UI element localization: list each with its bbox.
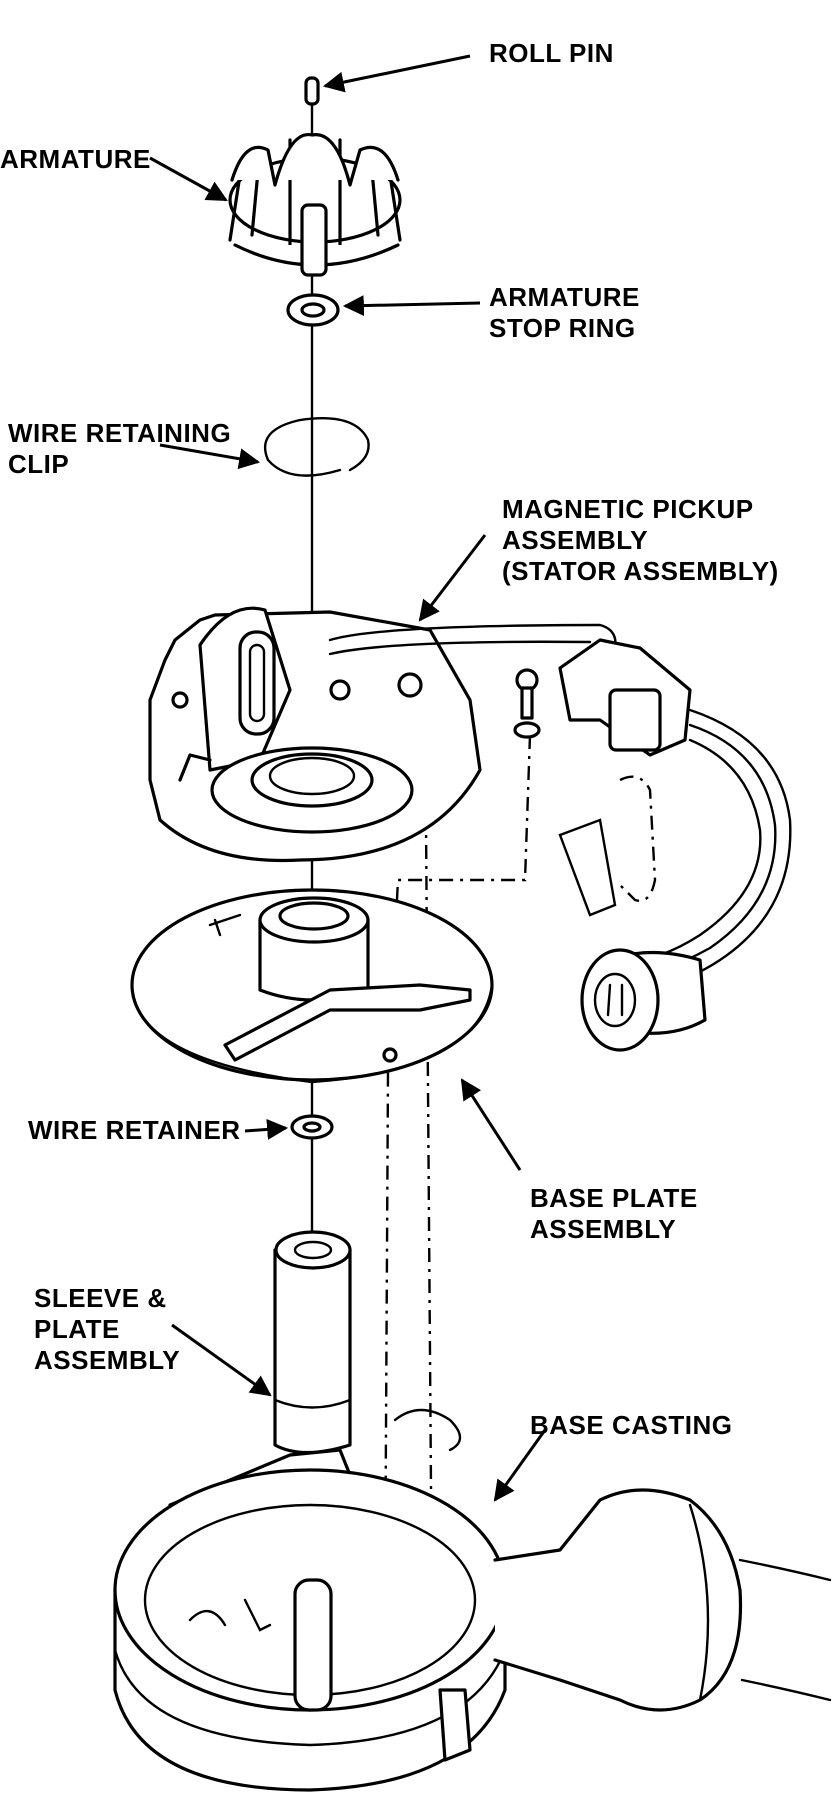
base-casting [113,1468,832,1792]
label-base-plate: BASE PLATE ASSEMBLY [530,1183,698,1244]
label-armature: ARMATURE [0,144,151,174]
magnetic-pickup-leader [418,534,487,622]
label-sleeve-plate: SLEEVE & PLATE ASSEMBLY [34,1283,181,1375]
label-wire-retainer: WIRE RETAINER [28,1115,241,1145]
label-magnetic-pickup: MAGNETIC PICKUP ASSEMBLY (STATOR ASSEMBL… [502,494,779,586]
base-plate-assembly [130,888,494,1084]
roll-pin-leader [322,54,471,93]
roll-pin [304,76,320,106]
label-roll-pin: ROLL PIN [489,38,614,68]
label-armature-stop-ring: ARMATURE STOP RING [489,282,640,343]
armature-stop-ring-leader [342,295,481,317]
alignment-dash-line-1 [423,689,434,1621]
armature-stop-ring [286,293,340,327]
alignment-dash-line-2 [383,734,532,1611]
armature [228,133,402,277]
label-wire-retaining-clip: WIRE RETAINING CLIP [8,418,232,479]
armature-leader [149,156,228,202]
sleeve-plate-leader [171,1323,272,1397]
wire-retainer [290,1114,334,1140]
base-casting-leader [493,1429,547,1502]
wire-retainer-leader [244,1118,289,1140]
label-base-casting: BASE CASTING [530,1410,733,1440]
base-plate-leader [460,1078,522,1171]
wire-retaining-clip [263,417,370,477]
magnetic-pickup-assembly [148,606,792,1052]
wire-retaining-clip-leader [159,443,261,470]
